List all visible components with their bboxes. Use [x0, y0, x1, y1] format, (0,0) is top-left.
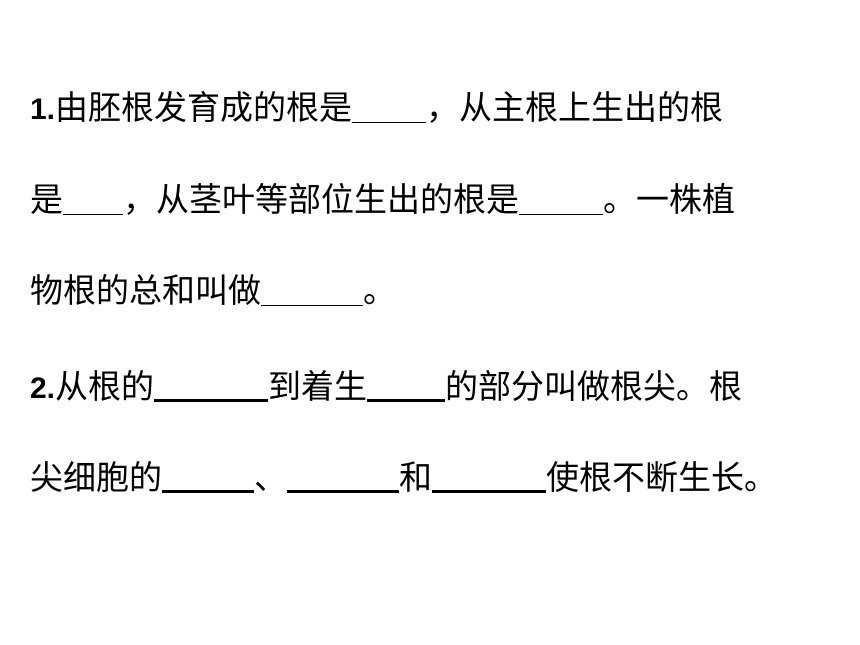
text-segment: 的部分叫做根尖。根 [445, 367, 743, 406]
answer-blank[interactable] [352, 122, 427, 123]
text-segment: 和 [399, 458, 432, 497]
text-segment: 。 [363, 271, 396, 310]
question-2-line-1: 2.从根的 到着生 的部分叫做根尖。根 [30, 365, 742, 409]
question-1-line-1: 1.由胚根发育成的根是 ，从主根上生出的根 [30, 86, 723, 130]
text-segment: 尖细胞的 [30, 458, 162, 497]
text-segment: 物根的总和叫做 [30, 271, 261, 310]
text-segment: 。一株植 [603, 180, 735, 219]
text-segment: 是 [30, 180, 63, 219]
text-segment: 由胚根发育成的根是 [55, 88, 353, 127]
answer-blank[interactable] [519, 214, 603, 215]
text-segment: 使根不断生长。 [546, 458, 777, 497]
answer-blank[interactable] [287, 490, 399, 493]
answer-blank[interactable] [367, 399, 446, 402]
answer-blank[interactable] [261, 305, 363, 306]
text-segment: 、 [254, 458, 287, 497]
answer-blank[interactable] [154, 399, 269, 402]
question-1-line-2: 是 ，从茎叶等部位生出的根是 。一株植 [30, 178, 735, 222]
answer-blank[interactable] [63, 214, 123, 215]
text-segment: 到着生 [268, 367, 368, 406]
question-1-number: 1. [30, 93, 56, 126]
question-2-number: 2. [30, 372, 56, 405]
text-segment: ，从主根上生出的根 [426, 88, 724, 127]
text-segment: ，从茎叶等部位生出的根是 [123, 180, 519, 219]
text-segment: 从根的 [55, 367, 155, 406]
answer-blank[interactable] [162, 490, 254, 493]
question-2-line-2: 尖细胞的 、 和 使根不断生长。 [30, 456, 777, 500]
question-1-line-3: 物根的总和叫做 。 [30, 269, 396, 313]
answer-blank[interactable] [432, 490, 546, 493]
